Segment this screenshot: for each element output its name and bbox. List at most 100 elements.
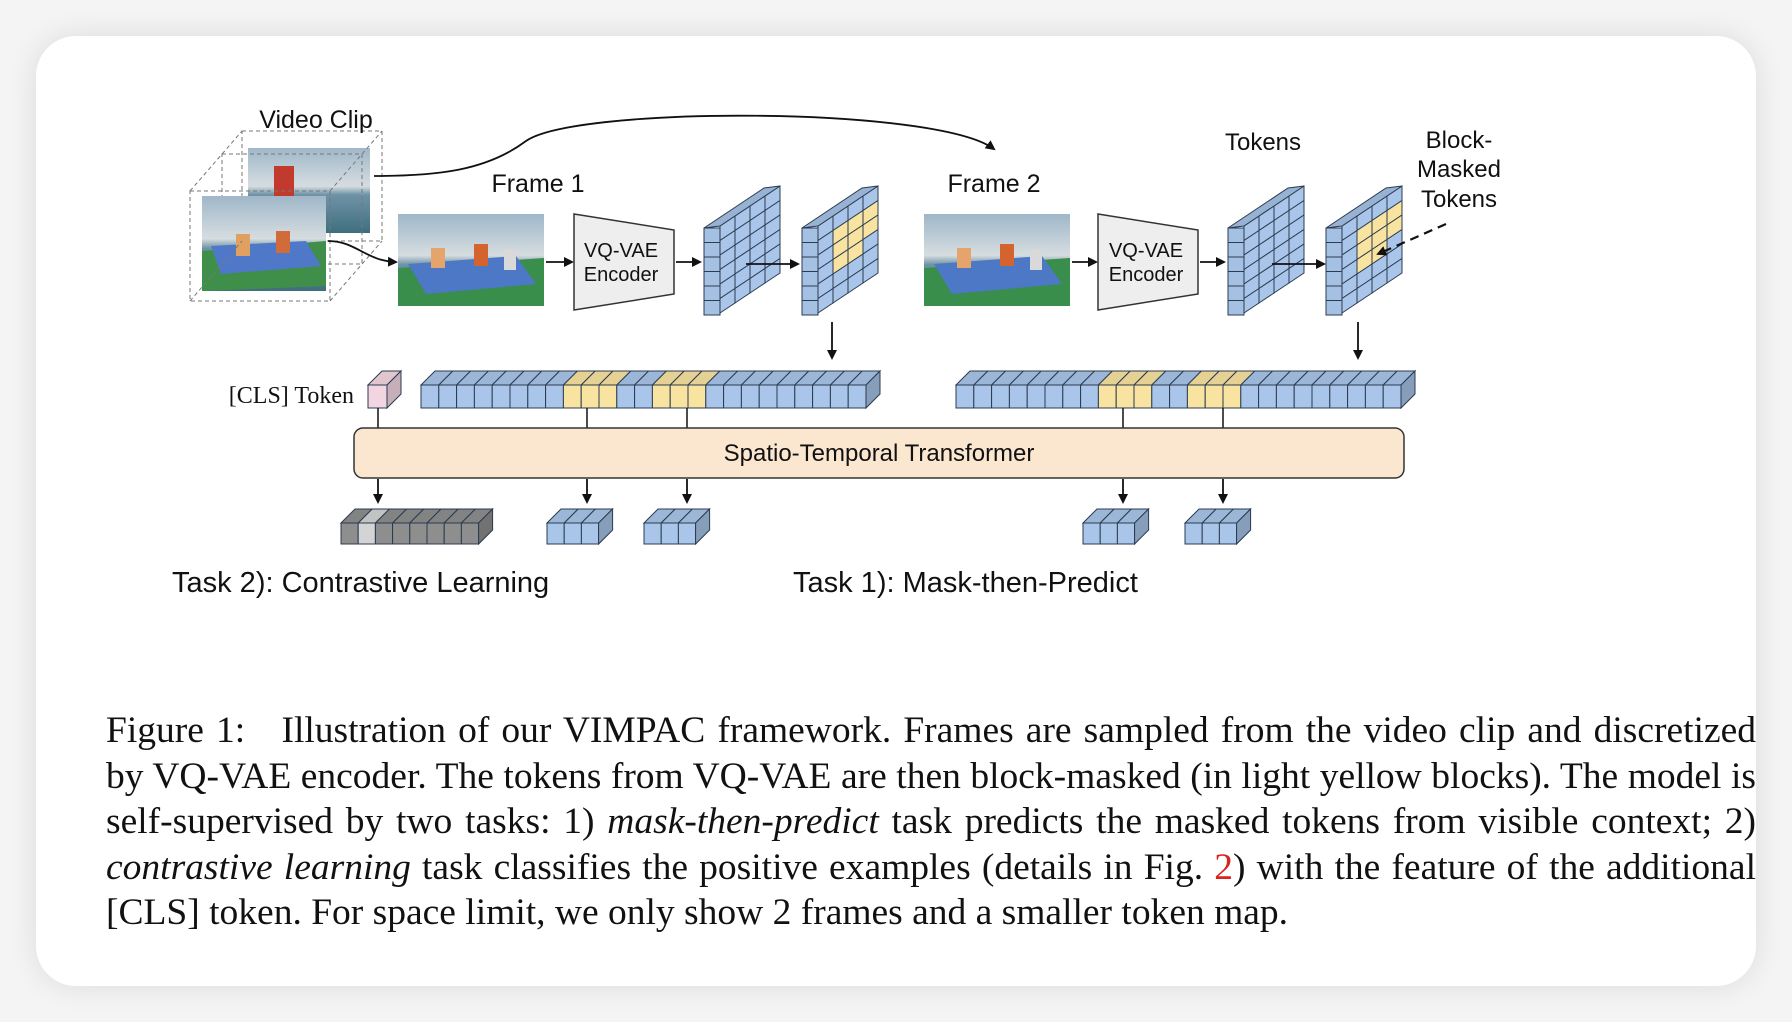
tokens-label: Tokens [1225, 129, 1301, 156]
seq-token-side [695, 507, 711, 546]
seq-token [1201, 522, 1220, 545]
seq-token [723, 384, 742, 409]
task1-label: Task 1): Mask-then-Predict [793, 567, 1138, 599]
encoder1-line2: Encoder [584, 264, 659, 286]
seq-token [705, 384, 725, 409]
seq-token-side [865, 369, 881, 410]
seq-masked-token [1115, 384, 1135, 409]
transformer-label: Spatio-Temporal Transformer [724, 440, 1035, 467]
seq-token [460, 522, 480, 545]
token-cell-front [703, 271, 721, 287]
seq-token [1382, 384, 1402, 409]
seq-token [438, 384, 458, 409]
seq-masked-token [1186, 384, 1206, 409]
seq-token [973, 384, 993, 409]
token-cell-top [801, 185, 879, 229]
seq-masked-token [687, 384, 707, 409]
seq-token [491, 384, 511, 409]
seq-connectors [377, 408, 1224, 428]
seq-masked-token [1097, 384, 1117, 409]
curved-arrow-to-frame2 [373, 114, 996, 177]
block-masked-label-line3: Tokens [1421, 186, 1497, 213]
seq-token [1008, 384, 1028, 409]
seq-token-side [478, 507, 494, 546]
seq-token [1184, 522, 1203, 545]
cls-token-front [367, 384, 388, 409]
seq-masked-token [1133, 384, 1153, 409]
encoder2-line1: VQ-VAE [1109, 240, 1183, 262]
seq-token [409, 522, 428, 545]
vqvae-encoder-1 [573, 213, 675, 311]
seq-token [1151, 384, 1171, 409]
seq-token [955, 384, 975, 409]
token-cell-front [1227, 256, 1245, 272]
token-cell-front [1227, 227, 1245, 243]
seq-token [991, 384, 1010, 409]
seq-token [1026, 384, 1046, 409]
token-cell-front [1227, 300, 1245, 316]
seq-token [1099, 522, 1118, 545]
caption-figure-label: Figure 1: [106, 710, 246, 751]
seq-token [1082, 522, 1101, 545]
task2-label: Task 2): Contrastive Learning [172, 567, 549, 599]
video-clip-label: Video Clip [259, 106, 373, 134]
token-cell-front [1325, 242, 1343, 258]
seq-token [473, 384, 493, 409]
seq-token [1218, 522, 1238, 545]
caption-contrastive-learning: contrastive learning [106, 846, 411, 888]
cls-token-label: [CLS] Token [229, 383, 354, 409]
seq-token [794, 384, 814, 409]
token-cell-front [1325, 256, 1343, 272]
seq-token [545, 384, 564, 409]
token-cell-front [703, 256, 721, 272]
seq-masked-token [598, 384, 618, 409]
caption-part1: Illustration of our VIMPAC framework. Fr… [106, 710, 1757, 842]
token-cell-front [1325, 227, 1343, 243]
vqvae-encoder-2 [1097, 213, 1199, 311]
masked-token-grid-frame1 [801, 185, 879, 316]
seq-token [812, 384, 831, 409]
token-cell-front [801, 271, 819, 287]
video-clip-stack [189, 130, 383, 302]
predicted-tokens-1 [545, 507, 614, 546]
seq-token [426, 522, 445, 545]
arrow-to-frame1 [327, 240, 398, 267]
seq-masked-token [669, 384, 689, 409]
token-cell-front [703, 242, 721, 258]
frame2-label: Frame 2 [947, 170, 1040, 198]
token-cell-front [1325, 271, 1343, 287]
seq-token [643, 522, 662, 545]
block-masked-label-line1: Block- [1426, 127, 1493, 154]
seq-token [357, 522, 376, 545]
seq-token [634, 384, 653, 409]
seq-token [1293, 384, 1313, 409]
token-cell [1386, 257, 1403, 284]
block-masked-label-line2: Masked [1417, 156, 1501, 183]
seq-token [1275, 384, 1295, 409]
spatio-temporal-transformer [353, 427, 1405, 479]
caption-part3: task classifies the positive examples (d… [422, 846, 1204, 888]
caption-fig-ref[interactable]: 2 [1214, 846, 1233, 888]
seq-token [1329, 384, 1349, 409]
token-cell-front [703, 285, 721, 301]
seq-token [829, 384, 849, 409]
seq-token [1080, 384, 1099, 409]
seq-token-side [598, 507, 614, 546]
token-cell-top [1325, 185, 1403, 229]
seq-token-side [1134, 507, 1150, 546]
seq-token [420, 384, 440, 409]
seq-token [776, 384, 796, 409]
token-cell-front [801, 256, 819, 272]
token-grid-frame1 [703, 185, 781, 316]
token-cell-front [1325, 285, 1343, 301]
seq-token [546, 522, 565, 545]
token-cell-front [1227, 285, 1245, 301]
caption-part4: ) with the feature of the additional [CL… [106, 846, 1756, 934]
seq-token [740, 384, 760, 409]
figure-card: Video Clip Frame 1 VQ-VAE Encoder Frame … [36, 36, 1756, 986]
seq-token [509, 384, 529, 409]
seq-token [847, 384, 867, 409]
token-grid-frame2 [1227, 185, 1305, 316]
seq-token [660, 522, 679, 545]
seq-token [374, 522, 394, 545]
